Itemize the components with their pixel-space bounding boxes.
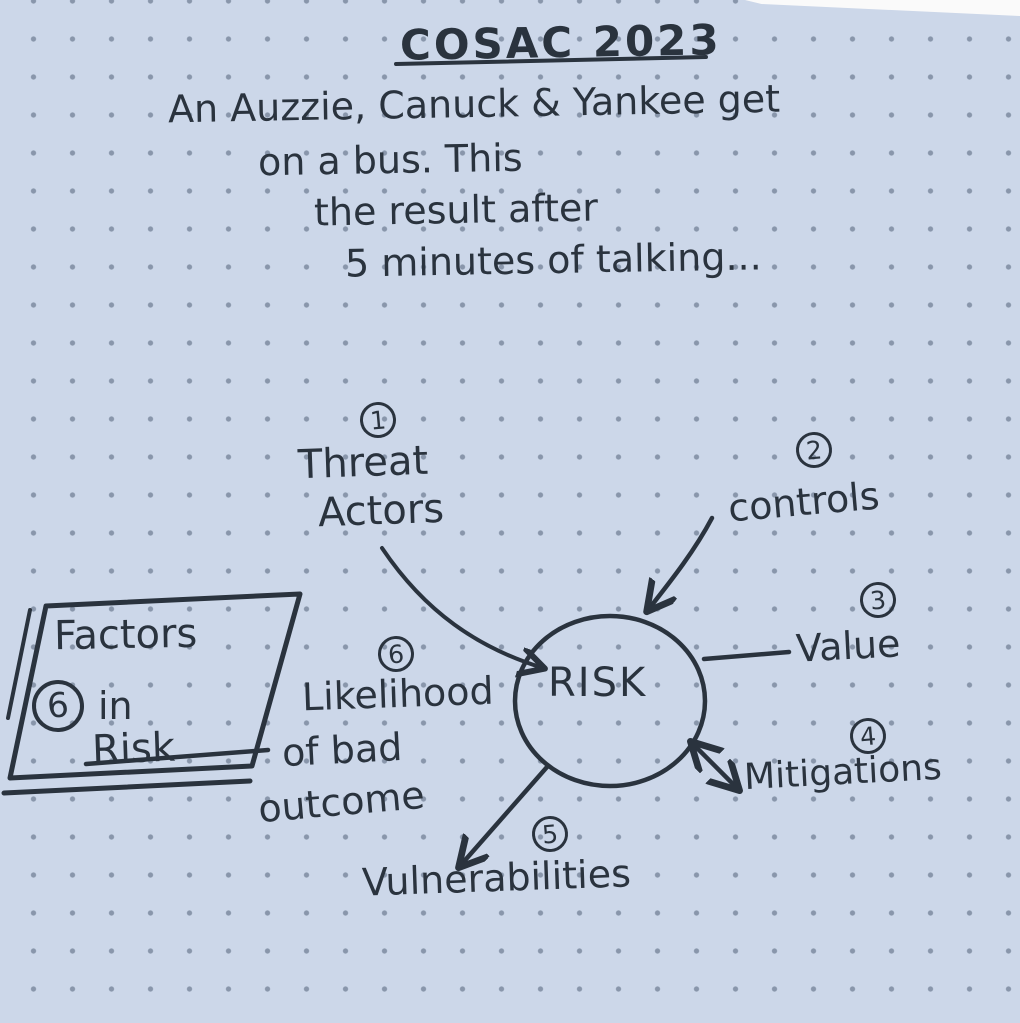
node-number-value: 3 xyxy=(858,580,898,620)
node-number-likelihood: 6 xyxy=(376,634,416,674)
mitigations-label: Mitigations xyxy=(743,746,943,799)
likelihood-label-line3: outcome xyxy=(256,772,427,832)
controls-label: controls xyxy=(726,473,882,531)
threat-actors-label-line2: Actors xyxy=(317,485,445,537)
factors-box-number: 6 xyxy=(29,677,87,735)
line-value-to-risk xyxy=(701,649,792,662)
vulnerabilities-label: Vulnerabilities xyxy=(361,851,632,905)
node-number-vulnerabilities: 5 xyxy=(530,814,570,854)
likelihood-label-line2: of bad xyxy=(280,724,404,776)
factors-box-line2: in xyxy=(98,684,133,728)
threat-actors-label-line1: Threat xyxy=(297,437,429,489)
subtitle-line-2: on a bus. This xyxy=(257,135,523,185)
likelihood-label-line1: Likelihood xyxy=(301,668,495,720)
factors-box-line3: Risk xyxy=(91,724,176,774)
page-edge xyxy=(745,0,1020,16)
subtitle-line-4: 5 minutes of talking... xyxy=(344,234,762,286)
factors-box-line1: Factors xyxy=(53,610,198,660)
page-title: COSAC 2023 xyxy=(399,15,723,70)
arrow-risk-mitigations xyxy=(692,743,738,789)
node-number-controls: 2 xyxy=(794,430,834,470)
risk-label: RISK xyxy=(548,660,648,706)
arrow-risk-to-vulnerabilities xyxy=(460,764,550,866)
value-label: Value xyxy=(794,621,902,671)
arrow-controls-to-risk xyxy=(648,515,715,610)
subtitle-line-3: the result after xyxy=(313,185,599,235)
subtitle-line-1: An Auzzie, Canuck & Yankee get xyxy=(167,76,781,132)
node-number-threat-actors: 1 xyxy=(358,400,398,440)
